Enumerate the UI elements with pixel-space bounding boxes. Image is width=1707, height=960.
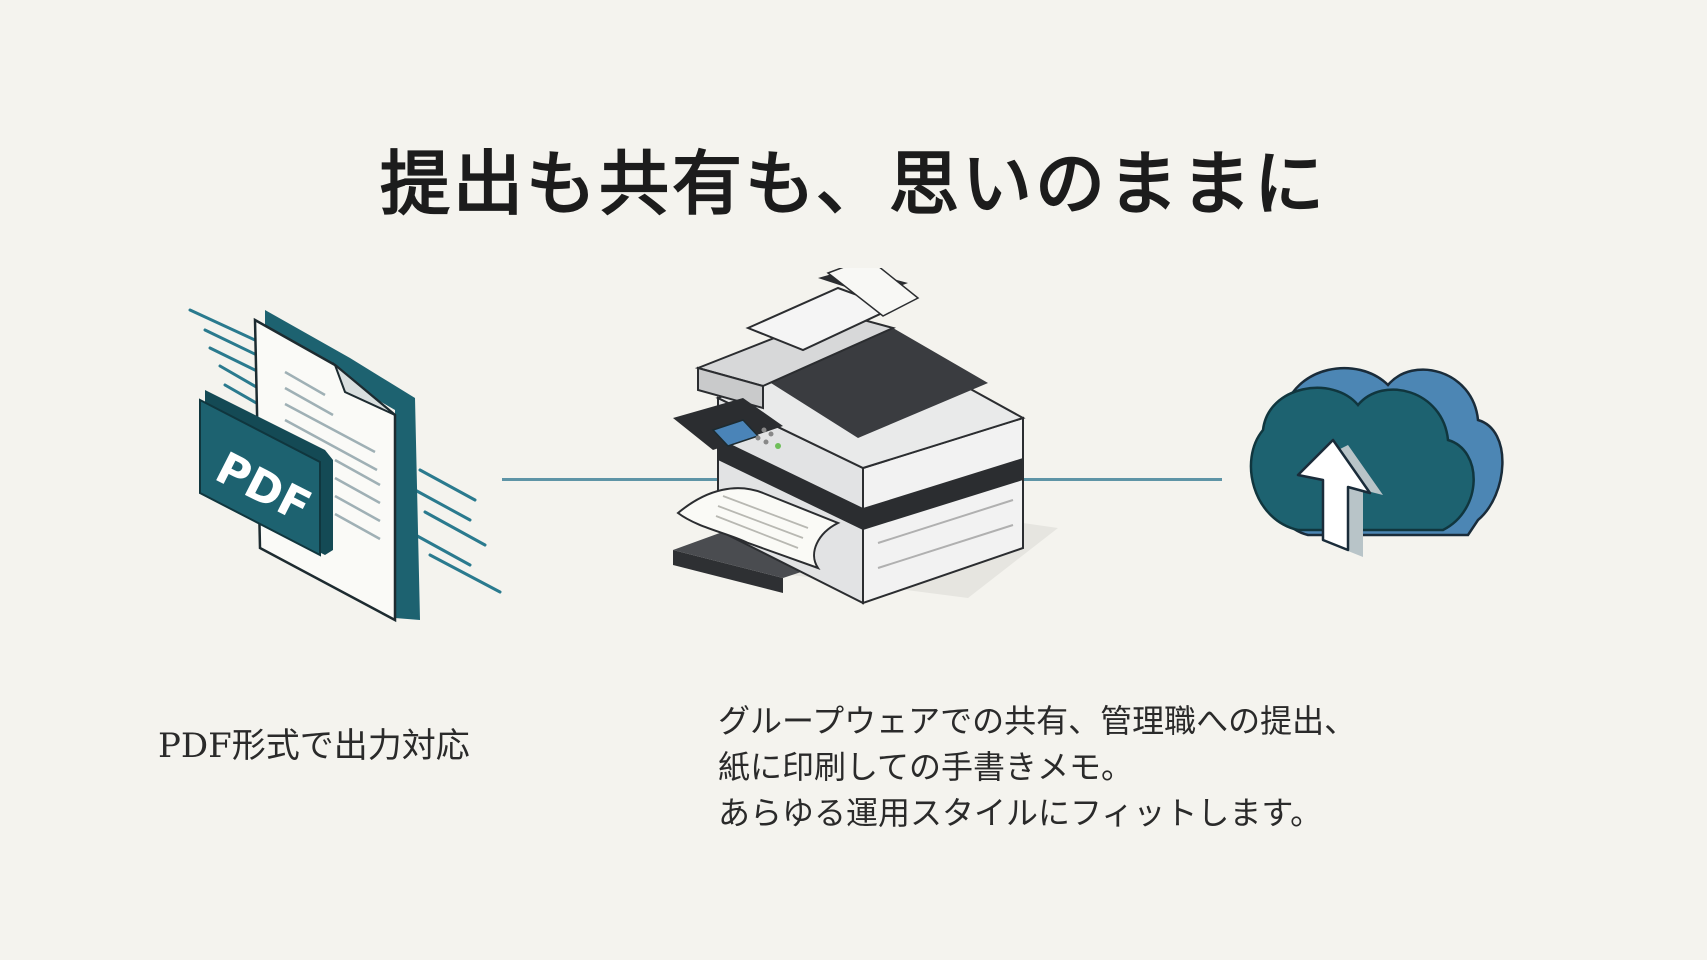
connector-line-right bbox=[1018, 478, 1222, 481]
caption-description-line: あらゆる運用スタイルにフィットします。 bbox=[718, 794, 1323, 832]
pdf-document-icon: PDF bbox=[188, 308, 502, 623]
caption-description-line: グループウェアでの共有、管理職への提出、 bbox=[718, 702, 1357, 740]
caption-description-line: 紙に印刷しての手書きメモ。 bbox=[718, 748, 1134, 786]
multifunction-printer-icon bbox=[673, 268, 1058, 605]
page-title: 提出も共有も、思いのままに bbox=[380, 143, 1327, 225]
caption-pdf-output: PDF形式で出力対応 bbox=[158, 726, 470, 766]
cloud-upload-icon bbox=[1249, 366, 1504, 557]
caption-description: グループウェアでの共有、管理職への提出、 紙に印刷しての手書きメモ。 あらゆる運… bbox=[718, 698, 1356, 836]
connector-line-left bbox=[502, 478, 720, 481]
